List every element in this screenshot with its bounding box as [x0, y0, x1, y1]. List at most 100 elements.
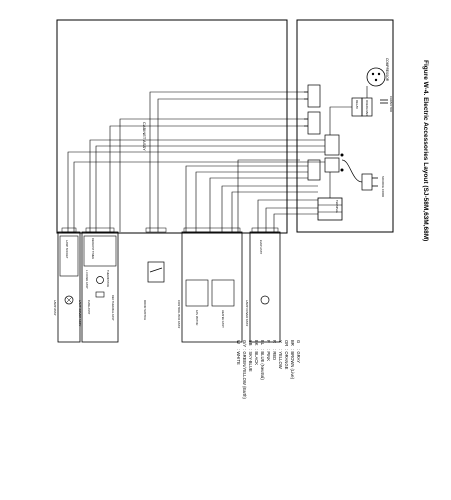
wire-6 [95, 145, 325, 232]
lamp-cover-assy2-label: LAMP COVER ASSY [78, 300, 82, 327]
compressor: COMPRESSOR [366, 58, 389, 87]
legend-code: G/Y [242, 340, 247, 347]
legend-code: SB [248, 340, 253, 346]
wire-10 [195, 171, 308, 232]
capacitor: CAPACITOR [380, 96, 393, 112]
wire-15 [265, 207, 318, 232]
thermistor-label: THERMISTOR [106, 270, 110, 287]
wire-11 [209, 177, 308, 232]
legend-code: R [272, 340, 277, 343]
junction-dot-2 [340, 168, 344, 172]
door-switch-body [147, 261, 165, 283]
panel-defrost: L COVER ASSY DEFROST TIMER THERMISTOR DE… [78, 231, 119, 343]
legend-name: : RED [272, 349, 277, 360]
cord-wire [341, 159, 363, 183]
heater-assy-label: HEATER ASSY [221, 310, 225, 328]
wire-16 [273, 213, 318, 232]
legend-code: Y [278, 340, 283, 343]
compressor-terminal-1 [371, 72, 375, 76]
pin-row-3 [145, 227, 167, 233]
wire-8 [73, 161, 325, 232]
compressor-circle [366, 67, 386, 87]
wire-4 [109, 125, 308, 232]
wire-17 [237, 159, 300, 232]
defrost-timer-label: DEFROST TIMER [91, 238, 95, 259]
lamp-assy-left-label: LAMP ASSY [53, 300, 57, 316]
junction-dot-1 [340, 153, 344, 157]
legend-name: : BLACK [254, 349, 259, 365]
lamp-cover-right-label: LAMP COVER ASSY [245, 300, 249, 327]
wire-harness [67, 86, 368, 232]
source-cord-label: SOURCE CORD [381, 176, 385, 197]
wire-3 [119, 118, 308, 232]
legend-code: BR [290, 340, 295, 346]
fuse-symbol [95, 291, 105, 298]
pin-row-1 [61, 227, 77, 233]
terminal-block-label: TERMINAL [335, 200, 339, 214]
connector-pins [61, 227, 279, 233]
compressor-label: COMPRESSOR [385, 58, 389, 82]
figure-caption: Figure W-4. Electric Accessories Layout … [422, 60, 429, 241]
fuse-assy-label: FUSE ASSY [87, 300, 91, 315]
def-thermal-label: DEF THERMAL ASSY [111, 295, 115, 321]
control-box-inner-1 [185, 279, 209, 307]
control-box-inner-2 [211, 279, 235, 307]
connector-middle-3 [307, 159, 321, 181]
relay-label: RELAY [355, 100, 359, 109]
lamp-socket-label: LAMP SOCKET [65, 240, 69, 259]
evap-assy-label: EVAP ASSY [259, 240, 263, 254]
wire-12 [221, 185, 318, 232]
cabinet-label: CABINET ASSY [142, 122, 147, 151]
connector-middle-2 [324, 157, 340, 173]
defrost-timer-block [83, 235, 117, 267]
legend-code: OR [284, 340, 289, 346]
pin-row-4 [183, 227, 241, 233]
legend-code: G [296, 340, 301, 343]
wire-14 [257, 199, 318, 232]
panel-door-switch: DOOR SWITCH [143, 261, 165, 320]
compressor-terminal-2 [377, 72, 381, 76]
legend-code: BL [260, 340, 265, 346]
door-switch-label: DOOR SWITCH [143, 300, 147, 320]
wire-7 [67, 151, 325, 232]
overload-label: OVERLOAD [365, 100, 369, 116]
legend-name: : BROWN (Live) [290, 349, 295, 380]
wire-18 [329, 106, 352, 135]
lamp-bulb-x2 [65, 296, 73, 304]
wire-5 [89, 139, 325, 232]
connector-upper-2 [307, 111, 321, 135]
legend-name: : ORANGE [284, 349, 289, 370]
connector-cluster-middle [307, 134, 344, 181]
wire-1 [149, 91, 308, 232]
legend-name: : YELLOW [278, 349, 283, 369]
evap-symbol [260, 295, 270, 305]
legend-code: BK [254, 340, 259, 346]
pin-row-5 [251, 227, 279, 233]
legend-code: P [266, 340, 271, 343]
pin-row-2 [85, 227, 115, 233]
legend-name: : SKY-BLUE [248, 349, 253, 372]
thermistor-symbol [96, 276, 104, 284]
capacitor-label: CAPACITOR [389, 96, 393, 112]
lamp-socket-block [59, 235, 79, 277]
l-cover-label: L COVER ASSY [85, 270, 89, 289]
connector-upper-1 [307, 84, 321, 108]
cabinet-frame [56, 19, 288, 234]
legend-name: : PINK [266, 349, 271, 361]
wire-9 [185, 165, 308, 232]
source-cord: SOURCE CORD [341, 159, 385, 197]
connector-middle-1 [324, 134, 340, 156]
legend-name: : WHITE [236, 349, 241, 365]
legend-name: : BLUE (Neutral) [260, 349, 265, 380]
legend-code: W [236, 340, 241, 344]
wire-13 [231, 191, 318, 232]
control-box-label: CONTROL BOX ASSY [177, 300, 181, 328]
wire-2 [157, 98, 308, 232]
legend-name: : GRAY [296, 349, 301, 363]
legend-name: : GREEN/YELLOW (Earth) [242, 349, 247, 399]
fan-motor-label: FAN MOTOR [195, 310, 199, 325]
lamp-bulb [64, 295, 74, 305]
door-switch-contact [149, 267, 163, 273]
